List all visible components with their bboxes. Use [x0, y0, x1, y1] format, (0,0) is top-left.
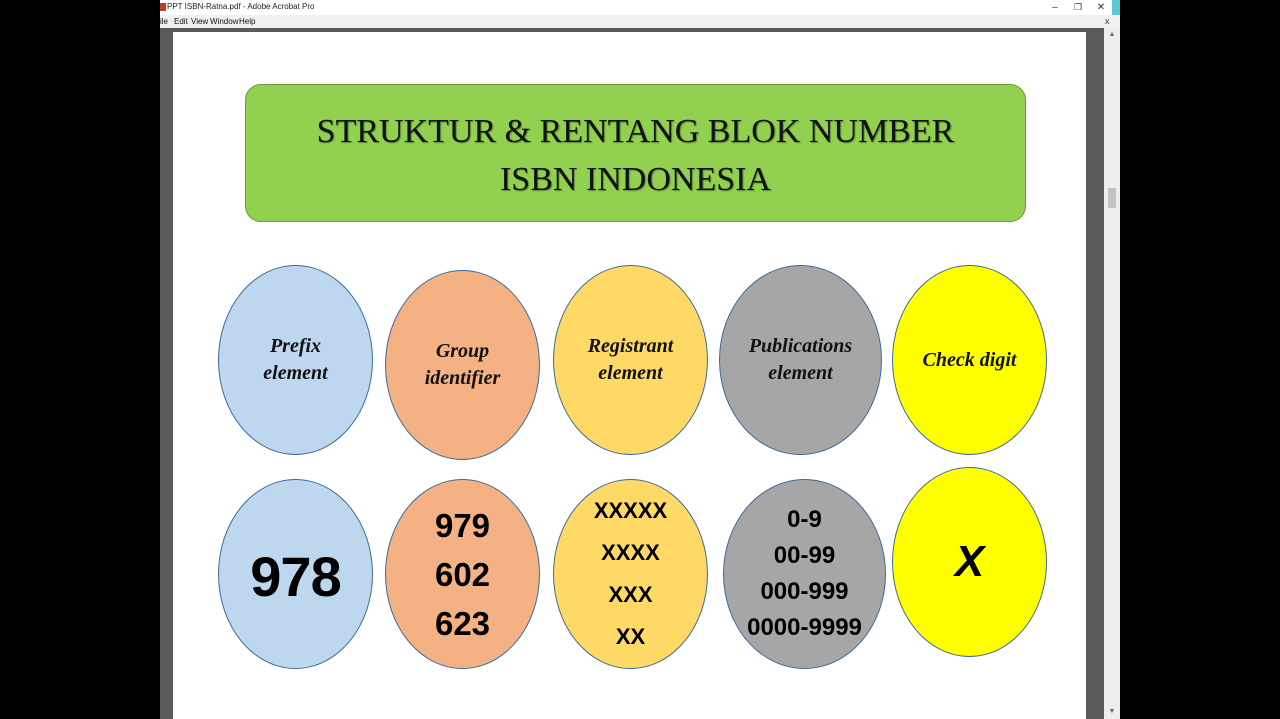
registrant-value: XXXX [601, 540, 660, 565]
menu-file[interactable]: ile [160, 17, 169, 26]
oval-label-line: Registrant [587, 335, 674, 357]
vertical-scrollbar[interactable]: ▲ ▼ [1104, 28, 1120, 719]
title-bar: PPT ISBN-Ratna.pdf - Adobe Acrobat Pro –… [160, 0, 1120, 40]
restore-button[interactable]: ❐ [1073, 2, 1083, 12]
window-title: PPT ISBN-Ratna.pdf - Adobe Acrobat Pro [167, 2, 315, 11]
menu-bar: ile Edit View Window Help x [160, 15, 1120, 28]
menu-view[interactable]: View [191, 17, 209, 26]
oval-label-line: Prefix [269, 335, 322, 357]
prefix-value-oval: 978 [218, 479, 373, 669]
close-button[interactable]: ✕ [1096, 2, 1106, 13]
scroll-down-arrow-icon[interactable]: ▼ [1108, 708, 1116, 715]
group-value-oval: 979 602 623 [385, 479, 540, 669]
acrobat-window: PPT ISBN-Ratna.pdf - Adobe Acrobat Pro –… [160, 0, 1120, 719]
oval-label-line: identifier [424, 367, 501, 389]
prefix-value: 978 [250, 544, 341, 608]
oval-label-line: element [768, 362, 833, 384]
registrant-value-oval: XXXXX XXXX XXX XX [553, 479, 708, 669]
group-identifier-oval: Group identifier [385, 270, 540, 460]
publications-value: 00-99 [773, 542, 836, 569]
scroll-up-arrow-icon[interactable]: ▲ [1108, 31, 1116, 38]
oval-label-line: Check digit [922, 348, 1017, 371]
oval-label-line: element [263, 362, 328, 384]
registrant-value: XX [615, 624, 646, 649]
group-value: 979 [434, 506, 491, 544]
registrant-value: XXXXX [593, 498, 668, 523]
menu-window[interactable]: Window [210, 17, 239, 26]
oval-label-line: element [598, 362, 663, 384]
minimize-button[interactable]: – [1052, 2, 1058, 13]
publications-value-oval: 0-9 00-99 000-999 0000-9999 [723, 479, 886, 669]
check-digit-oval: Check digit [892, 265, 1047, 455]
oval-label-line: Group [435, 340, 490, 362]
menu-edit[interactable]: Edit [174, 17, 188, 26]
pdf-page: STRUKTUR & RENTANG BLOK NUMBER ISBN INDO… [173, 32, 1086, 719]
menu-help[interactable]: Help [239, 17, 256, 26]
acrobat-icon [160, 3, 166, 11]
document-viewport[interactable]: STRUKTUR & RENTANG BLOK NUMBER ISBN INDO… [160, 28, 1104, 719]
group-value: 623 [434, 604, 491, 642]
slide-title-box: STRUKTUR & RENTANG BLOK NUMBER ISBN INDO… [245, 84, 1026, 222]
slide-title-line-1: STRUKTUR & RENTANG BLOK NUMBER [316, 113, 955, 150]
publications-value: 0-9 [787, 506, 822, 533]
publications-value: 0000-9999 [747, 614, 862, 641]
publications-element-oval: Publications element [719, 265, 882, 455]
slide-title-line-2: ISBN INDONESIA [499, 161, 772, 198]
publications-value: 000-999 [760, 578, 849, 605]
group-value: 602 [434, 555, 491, 593]
oval-label-line: Publications [748, 335, 853, 357]
prefix-element-oval: Prefix element [218, 265, 373, 455]
close-document-icon[interactable]: x [1105, 16, 1110, 26]
check-digit-value: X [954, 537, 985, 586]
registrant-element-oval: Registrant element [553, 265, 708, 455]
registrant-value: XXX [608, 582, 653, 607]
check-digit-value-oval: X [892, 467, 1047, 657]
scrollbar-thumb[interactable] [1108, 188, 1116, 208]
